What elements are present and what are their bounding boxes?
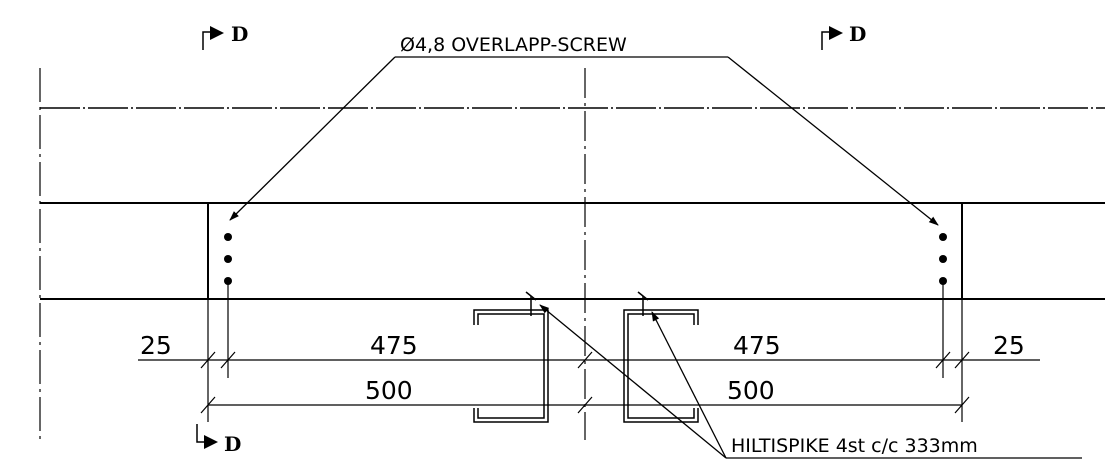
dim-right-edge: 25 — [993, 331, 1025, 360]
section-letter: D — [224, 432, 241, 456]
c-profile-left — [473, 309, 549, 423]
dim-right-total: 500 — [727, 376, 775, 405]
c-profile-right — [623, 309, 699, 423]
lower-beam — [40, 202, 1105, 300]
dim-left-total: 500 — [365, 376, 413, 405]
screw-dot — [939, 255, 947, 263]
section-mark-bottom-left: D — [196, 424, 241, 456]
section-letter: D — [231, 22, 248, 46]
screw-dot — [224, 233, 232, 241]
hiltispike-label: HILTISPIKE 4st c/c 333mm — [731, 435, 978, 457]
hilti-nail-right — [637, 291, 649, 316]
section-letter: D — [849, 22, 866, 46]
screw-label: Ø4,8 OVERLAPP-SCREW — [400, 34, 627, 56]
dim-left-inner: 475 — [370, 331, 418, 360]
screw-dot — [939, 233, 947, 241]
section-mark-top-right: D — [821, 22, 866, 50]
screw-group-left — [224, 233, 232, 285]
screw-dot — [939, 277, 947, 285]
screw-dot — [224, 277, 232, 285]
dimension-line-500 — [200, 396, 970, 414]
screw-leader — [229, 56, 939, 226]
upper-beam — [40, 107, 1105, 204]
screw-dot — [224, 255, 232, 263]
dimension-line-475 — [138, 351, 1040, 369]
section-mark-top-left: D — [202, 22, 248, 50]
dim-left-edge: 25 — [140, 331, 172, 360]
dim-right-inner: 475 — [733, 331, 781, 360]
screw-group-right — [939, 233, 947, 285]
dimension-values: 25 475 500 475 500 25 — [140, 331, 1025, 405]
hiltispike-leader — [539, 304, 1082, 459]
hilti-nail-left — [525, 291, 537, 316]
